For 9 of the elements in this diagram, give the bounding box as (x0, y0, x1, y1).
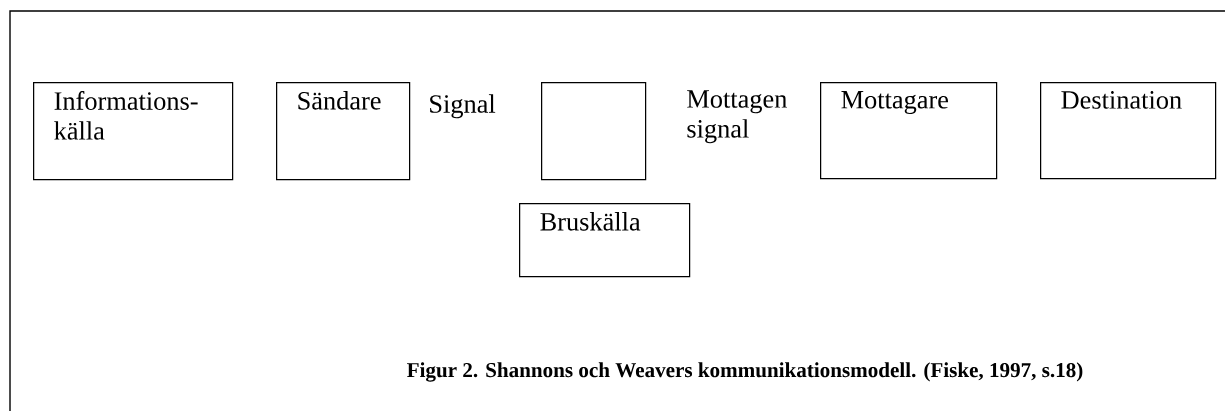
text-box: Informations- källa (33, 82, 234, 181)
signal-label: Signal (430, 94, 496, 119)
signal-label: Mottagen signal (687, 90, 787, 144)
caption: Figur 2. Shannons och Weavers kommunikationsmodell. (Fiske, 1997, s.18) (407, 362, 1083, 382)
text-box: Destination (1040, 82, 1217, 180)
empty-box (541, 82, 647, 181)
text-box: Mottagare (820, 82, 998, 180)
text-box: Bruskälla (519, 203, 691, 278)
text-box: Sändare (276, 82, 411, 181)
